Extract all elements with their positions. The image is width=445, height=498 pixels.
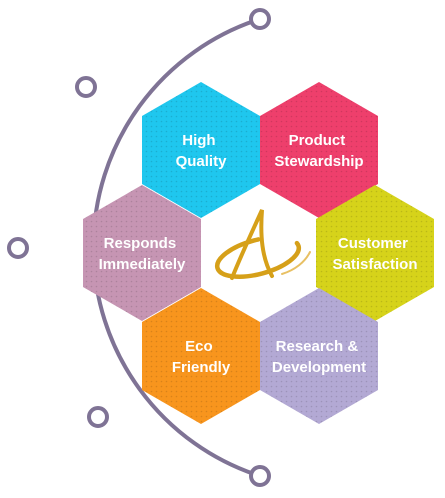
hexagon-research-development: Research & Development bbox=[260, 288, 378, 424]
hexagon-product-stewardship: Product Stewardship bbox=[260, 82, 378, 218]
hexagon-texture bbox=[260, 82, 378, 218]
hexagon-texture bbox=[83, 185, 201, 321]
logo-swoosh-tail bbox=[281, 251, 311, 275]
hexagon-label: High Quality bbox=[176, 132, 228, 170]
hexagon-label-line1: Research & bbox=[276, 338, 359, 355]
hexagon-eco-friendly: Eco Friendly bbox=[142, 288, 260, 424]
hexagon-customer-satisfaction: Customer Satisfaction bbox=[316, 185, 434, 321]
arc-node-middle bbox=[7, 237, 29, 259]
logo-stroke bbox=[230, 209, 274, 280]
arc-node-top bbox=[249, 8, 271, 30]
hexagon-label-line1: Responds bbox=[104, 235, 177, 252]
arc-node-upper bbox=[75, 76, 97, 98]
hexagon-label: Research & Development bbox=[272, 338, 366, 376]
logo-ring bbox=[214, 235, 302, 279]
hexagon-label: Customer Satisfaction bbox=[332, 235, 417, 273]
hexagon-label-line1: Customer bbox=[338, 235, 408, 252]
hexagon-label-line2: Stewardship bbox=[274, 153, 363, 170]
arc-node-bottom bbox=[249, 465, 271, 487]
hexagon-label-line2: Friendly bbox=[172, 359, 231, 376]
hexagon-label-line2: Satisfaction bbox=[332, 256, 417, 273]
hexagon-label-line2: Immediately bbox=[99, 256, 186, 273]
hexagon-label-line1: Eco bbox=[185, 338, 213, 355]
hexagon-texture bbox=[142, 288, 260, 424]
arc-node-lower bbox=[87, 406, 109, 428]
swoosh-logo-icon bbox=[214, 209, 311, 280]
hexagon-label: Responds Immediately bbox=[99, 235, 186, 273]
hexagon-texture bbox=[316, 185, 434, 321]
hexagon-label: Eco Friendly bbox=[172, 338, 231, 376]
hexagon-texture bbox=[142, 82, 260, 218]
hexagon-texture bbox=[260, 288, 378, 424]
hexagon-label-line1: High bbox=[182, 132, 215, 149]
hexagon-label-line1: Product bbox=[289, 132, 346, 149]
hexagon-label: Product Stewardship bbox=[274, 132, 363, 170]
hexagon-label-line2: Quality bbox=[176, 153, 228, 170]
hexagon-high-quality: High Quality bbox=[142, 82, 260, 218]
hexagon-label-line2: Development bbox=[272, 359, 366, 376]
hexagon-responds-immediately: Responds Immediately bbox=[83, 185, 201, 321]
